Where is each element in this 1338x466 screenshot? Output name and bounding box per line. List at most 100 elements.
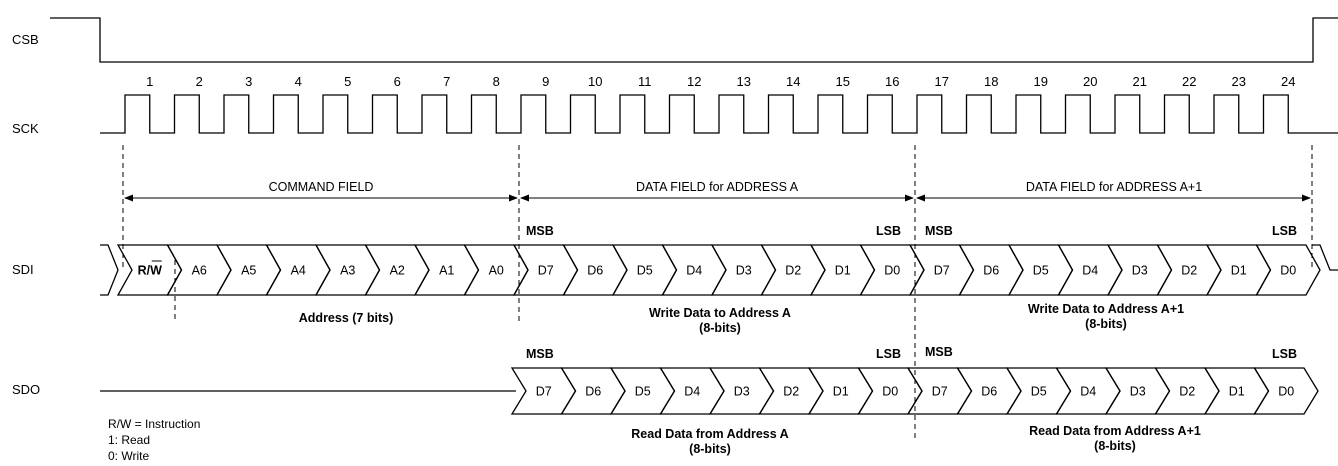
- clock-number: 17: [935, 74, 949, 89]
- clock-number: 7: [443, 74, 450, 89]
- write-a1-caption-line2: (8-bits): [1085, 317, 1127, 331]
- sdo-bit-label: D4: [684, 385, 700, 399]
- read-a-caption-line2: (8-bits): [689, 442, 731, 456]
- sdi-bit-label: A4: [291, 264, 306, 278]
- sdi-edge: [1312, 244, 1338, 271]
- write-a-caption-line2: (8-bits): [699, 321, 741, 335]
- sdi-bit-label: D0: [1280, 264, 1296, 278]
- sdi-bit-label: A0: [489, 264, 504, 278]
- sdi-msb-a1-label: MSB: [925, 224, 953, 238]
- sdi-bit-label: D1: [1231, 264, 1247, 278]
- sdo-bit-label: D2: [1179, 385, 1195, 399]
- clock-number: 22: [1182, 74, 1196, 89]
- sdo-bit-label: D0: [882, 385, 898, 399]
- sdi-bit-label: A1: [439, 264, 454, 278]
- sck-waveform: [100, 94, 1338, 134]
- clock-number: 15: [836, 74, 850, 89]
- clock-number: 21: [1133, 74, 1147, 89]
- clock-number: 14: [786, 74, 800, 89]
- clock-number: 18: [984, 74, 998, 89]
- command-field-arrow: [124, 194, 518, 202]
- sdo-bit-group: D7 D6 D5 D4 D3 D2 D1 D0 D7 D6 D5 D4 D3 D2 D1 D0: [510, 367, 1319, 415]
- sdo-msb-a1-label: MSB: [925, 345, 953, 359]
- sdo-bit-label: D4: [1080, 385, 1096, 399]
- sdi-label: SDI: [12, 262, 34, 277]
- clock-number: 12: [687, 74, 701, 89]
- sdo-bit-label: D1: [1229, 385, 1245, 399]
- csb-waveform: [50, 17, 1338, 63]
- sdo-msb-a-label: MSB: [526, 347, 554, 361]
- sdi-msb-a-label: MSB: [526, 224, 554, 238]
- sdi-bit-label: D3: [736, 264, 752, 278]
- sdo-bit-cell: [1253, 367, 1319, 415]
- legend-line1: R/W = Instruction: [108, 417, 200, 431]
- sdi-bit-label: A6: [192, 264, 207, 278]
- write-a-caption-line1: Write Data to Address A: [649, 306, 791, 320]
- clock-number: 11: [638, 74, 652, 89]
- command-field-label: COMMAND FIELD: [269, 180, 374, 194]
- clock-number: 13: [737, 74, 751, 89]
- sck-label: SCK: [12, 121, 39, 136]
- sdi-bit-label: D2: [785, 264, 801, 278]
- clock-number: 3: [245, 74, 252, 89]
- clock-number: 10: [588, 74, 602, 89]
- sdo-bit-label: D5: [1031, 385, 1047, 399]
- clock-number: 1: [146, 74, 153, 89]
- data-field-a-label: DATA FIELD for ADDRESS A: [636, 180, 799, 194]
- sdo-bit-label: D7: [932, 385, 948, 399]
- sdo-bit-label: D2: [783, 385, 799, 399]
- sdo-bit-label: D6: [981, 385, 997, 399]
- sdi-bit-label: A5: [241, 264, 256, 278]
- sdi-bit-label: D5: [637, 264, 653, 278]
- clock-number: 9: [542, 74, 549, 89]
- sdi-bit-label: D6: [983, 264, 999, 278]
- clock-number: 20: [1083, 74, 1097, 89]
- clock-number: 6: [394, 74, 401, 89]
- write-a1-caption-line1: Write Data to Address A+1: [1028, 302, 1184, 316]
- clock-number: 2: [196, 74, 203, 89]
- sdi-bit-label: D3: [1132, 264, 1148, 278]
- clock-number: 8: [493, 74, 500, 89]
- sdo-bit-label: D7: [536, 385, 552, 399]
- clock-number: 19: [1034, 74, 1048, 89]
- sdi-bit-label: D1: [835, 264, 851, 278]
- sdo-bit-label: D6: [585, 385, 601, 399]
- sdi-bit-label: D4: [686, 264, 702, 278]
- sdo-bit-label: D1: [833, 385, 849, 399]
- sdo-label: SDO: [12, 382, 40, 397]
- read-a1-caption-line2: (8-bits): [1094, 439, 1136, 453]
- clock-number: 24: [1281, 74, 1295, 89]
- sdi-bit-label: D2: [1181, 264, 1197, 278]
- sdo-bit-label: D3: [1130, 385, 1146, 399]
- sdi-bit-cell: [1255, 244, 1321, 296]
- read-a1-caption-line1: Read Data from Address A+1: [1029, 424, 1201, 438]
- read-a-caption-line1: Read Data from Address A: [631, 427, 788, 441]
- data-field-a1-arrow: [916, 194, 1311, 202]
- sdo-bit-label: D5: [635, 385, 651, 399]
- clock-number: 23: [1232, 74, 1246, 89]
- data-field-a-arrow: [520, 194, 914, 202]
- data-field-a1-label: DATA FIELD for ADDRESS A+1: [1026, 180, 1202, 194]
- sdo-bit-label: D0: [1278, 385, 1294, 399]
- sdo-bit-label: D3: [734, 385, 750, 399]
- sdo-lsb-a1-label: LSB: [1272, 347, 1297, 361]
- csb-label: CSB: [12, 32, 39, 47]
- clock-number: 5: [344, 74, 351, 89]
- sdi-lsb-a-label: LSB: [876, 224, 901, 238]
- sdo-lsb-a-label: LSB: [876, 347, 901, 361]
- clock-number: 16: [885, 74, 899, 89]
- sdi-lsb-a1-label: LSB: [1272, 224, 1297, 238]
- sdi-bit-label: D4: [1082, 264, 1098, 278]
- sdi-bit-rw-label: R/W: [138, 264, 163, 278]
- sdi-bit-label: D5: [1033, 264, 1049, 278]
- sdi-bit-label: D6: [587, 264, 603, 278]
- legend-line2: 1: Read: [108, 433, 150, 447]
- address-caption: Address (7 bits): [299, 311, 393, 325]
- clock-number: 4: [295, 74, 302, 89]
- sdi-edge: [100, 244, 119, 296]
- sdi-bit-label: D7: [934, 264, 950, 278]
- sdi-bit-label: D0: [884, 264, 900, 278]
